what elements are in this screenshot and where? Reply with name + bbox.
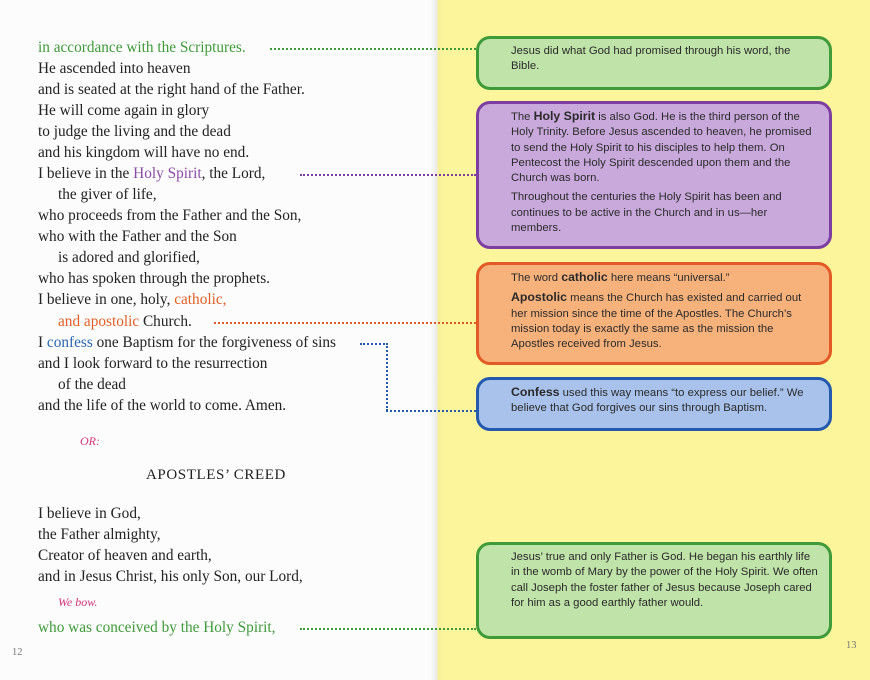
creed-line-apostolic: and apostolic Church. bbox=[58, 313, 192, 330]
catholic-term: catholic, bbox=[174, 291, 227, 308]
callout-scriptures-text: Jesus did what God had promised through … bbox=[511, 45, 791, 73]
creed-line: He ascended into heaven bbox=[38, 60, 191, 77]
callout-confess: Confess used this way means “to express … bbox=[476, 377, 832, 431]
creed-line: and is seated at the right hand of the F… bbox=[38, 81, 305, 98]
creed-line-holy-spirit: I believe in the Holy Spirit, the Lord, bbox=[38, 165, 266, 182]
leader-apostolic bbox=[214, 322, 476, 324]
creed-line: who with the Father and the Son bbox=[38, 228, 237, 245]
apostles-line-conceived: who was conceived by the Holy Spirit, bbox=[38, 619, 276, 636]
leader-holy-spirit bbox=[300, 174, 476, 176]
creed-line-scriptures: in accordance with the Scriptures. bbox=[38, 39, 246, 56]
rubric-or: OR: bbox=[80, 434, 100, 448]
leader-conceived bbox=[300, 628, 476, 630]
callout-catholic: The word catholic here means “universal.… bbox=[476, 262, 832, 365]
creed-line: of the dead bbox=[58, 376, 126, 393]
creed-line: is adored and glorified, bbox=[58, 249, 200, 266]
callout-holy-spirit-p2: Throughout the centuries the Holy Spirit… bbox=[511, 191, 782, 235]
leader-scriptures bbox=[270, 48, 476, 50]
creed-line: and the life of the world to come. Amen. bbox=[38, 397, 287, 414]
callout-term: Apostolic bbox=[511, 290, 568, 305]
left-page bbox=[0, 0, 438, 680]
creed-line: who has spoken through the prophets. bbox=[38, 270, 270, 287]
apostles-line: the Father almighty, bbox=[38, 526, 161, 543]
creed-line: He will come again in glory bbox=[38, 102, 210, 119]
page-number-right: 13 bbox=[846, 640, 857, 651]
leader-confess-a bbox=[360, 343, 388, 345]
leader-confess-c bbox=[386, 410, 476, 412]
apostles-creed-heading: APOSTLES’ CREED bbox=[146, 467, 286, 483]
callout-term: Holy Spirit bbox=[533, 109, 596, 123]
apostles-line: I believe in God, bbox=[38, 505, 141, 522]
creed-line-confess: I confess one Baptism for the forgivenes… bbox=[38, 334, 336, 351]
rubric-we-bow: We bow. bbox=[58, 595, 98, 609]
apostles-line: Creator of heaven and earth, bbox=[38, 547, 212, 564]
creed-line: the giver of life, bbox=[58, 186, 157, 203]
creed-line: and his kingdom will have no end. bbox=[38, 144, 250, 161]
confess-term: confess bbox=[46, 334, 93, 351]
holy-spirit-term: Holy Spirit bbox=[133, 165, 202, 182]
creed-line: to judge the living and the dead bbox=[38, 123, 231, 140]
callout-holy-spirit-p1: The Holy Spirit is also God. He is the t… bbox=[511, 109, 812, 185]
page-gutter bbox=[430, 0, 444, 680]
apostolic-term: and apostolic bbox=[58, 313, 140, 330]
callout-holy-spirit: The Holy Spirit is also God. He is the t… bbox=[476, 101, 832, 249]
creed-line: and I look forward to the resurrection bbox=[38, 355, 268, 372]
callout-conceived-text: Jesus’ true and only Father is God. He b… bbox=[511, 551, 818, 609]
creed-line-catholic: I believe in one, holy, catholic, bbox=[38, 291, 227, 308]
leader-confess-b bbox=[386, 343, 388, 411]
callout-term: Confess bbox=[511, 385, 560, 399]
callout-scriptures: Jesus did what God had promised through … bbox=[476, 36, 832, 90]
apostles-line: and in Jesus Christ, his only Son, our L… bbox=[38, 568, 303, 585]
callout-catholic-p1: The word catholic here means “universal.… bbox=[511, 270, 730, 284]
callout-term: catholic bbox=[561, 270, 608, 284]
callout-catholic-p2: Apostolic means the Church has existed a… bbox=[511, 290, 802, 351]
callout-conceived: Jesus’ true and only Father is God. He b… bbox=[476, 542, 832, 639]
page-number-left: 12 bbox=[12, 647, 23, 658]
creed-line: who proceeds from the Father and the Son… bbox=[38, 207, 302, 224]
